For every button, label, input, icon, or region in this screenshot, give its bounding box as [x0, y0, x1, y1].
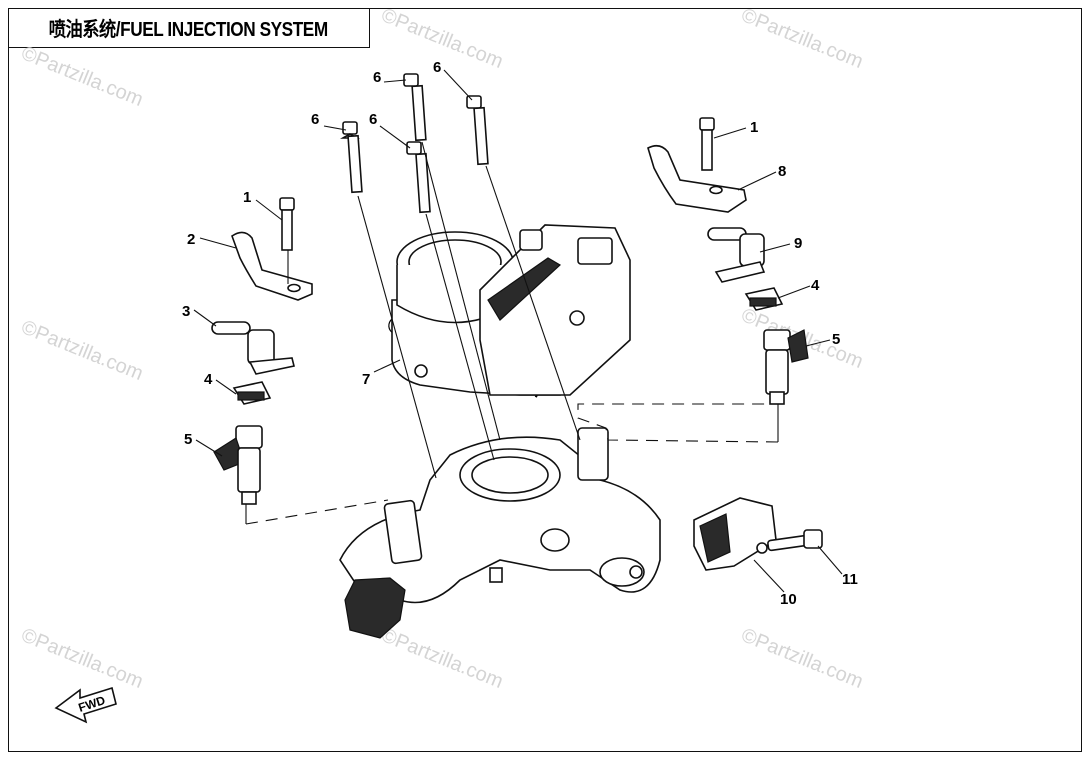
watermark: ©Partzilla.com	[378, 4, 506, 73]
callout-8: 8	[778, 163, 786, 180]
bolt-part-6	[339, 73, 489, 214]
watermark: ©Partzilla.com	[18, 42, 146, 111]
title-box: 喷油系统/FUEL INJECTION SYSTEM	[8, 8, 370, 48]
bracket-part-8	[647, 117, 747, 213]
clip-part-4	[232, 381, 272, 405]
callout-9: 9	[794, 235, 802, 252]
callout-10: 10	[780, 591, 797, 608]
callout-7: 7	[362, 371, 370, 388]
callout-5: 5	[832, 331, 840, 348]
callout-6: 6	[369, 111, 377, 128]
callout-4: 4	[811, 277, 820, 294]
callout-3: 3	[182, 303, 190, 320]
bracket-part-2	[231, 197, 313, 301]
injector-part-5	[213, 425, 263, 505]
watermark: ©Partzilla.com	[738, 624, 866, 693]
callout-6: 6	[311, 111, 319, 128]
callout-4: 4	[204, 371, 213, 388]
watermark: ©Partzilla.com	[378, 624, 506, 693]
throttle-body-part-7	[391, 224, 631, 396]
intake-manifold	[339, 427, 661, 639]
connector-part-9	[707, 227, 766, 283]
injector-part-5-right	[763, 329, 809, 405]
callout-6: 6	[433, 59, 441, 76]
sensor-part-10	[693, 497, 823, 571]
callout-6: 6	[373, 69, 381, 86]
callout-1: 1	[243, 189, 251, 206]
diagram-frame	[8, 8, 1082, 752]
page-title: 喷油系统/FUEL INJECTION SYSTEM	[48, 19, 329, 41]
callout-11: 11	[842, 571, 858, 588]
fwd-arrow-icon: FWD	[54, 686, 117, 724]
callout-labels: 1 2 3 4 5 6 6 6 6 7 1 8 9 4 5 10 11	[182, 59, 858, 608]
callout-1: 1	[750, 119, 758, 136]
clip-part-4-right	[744, 287, 784, 311]
connector-part-3	[211, 321, 295, 375]
callout-2: 2	[187, 231, 195, 248]
watermark: ©Partzilla.com	[738, 4, 866, 73]
leader-lines	[193, 69, 843, 593]
callout-5: 5	[184, 431, 192, 448]
watermark: ©Partzilla.com	[18, 316, 146, 385]
watermark: ©Partzilla.com	[18, 624, 146, 693]
